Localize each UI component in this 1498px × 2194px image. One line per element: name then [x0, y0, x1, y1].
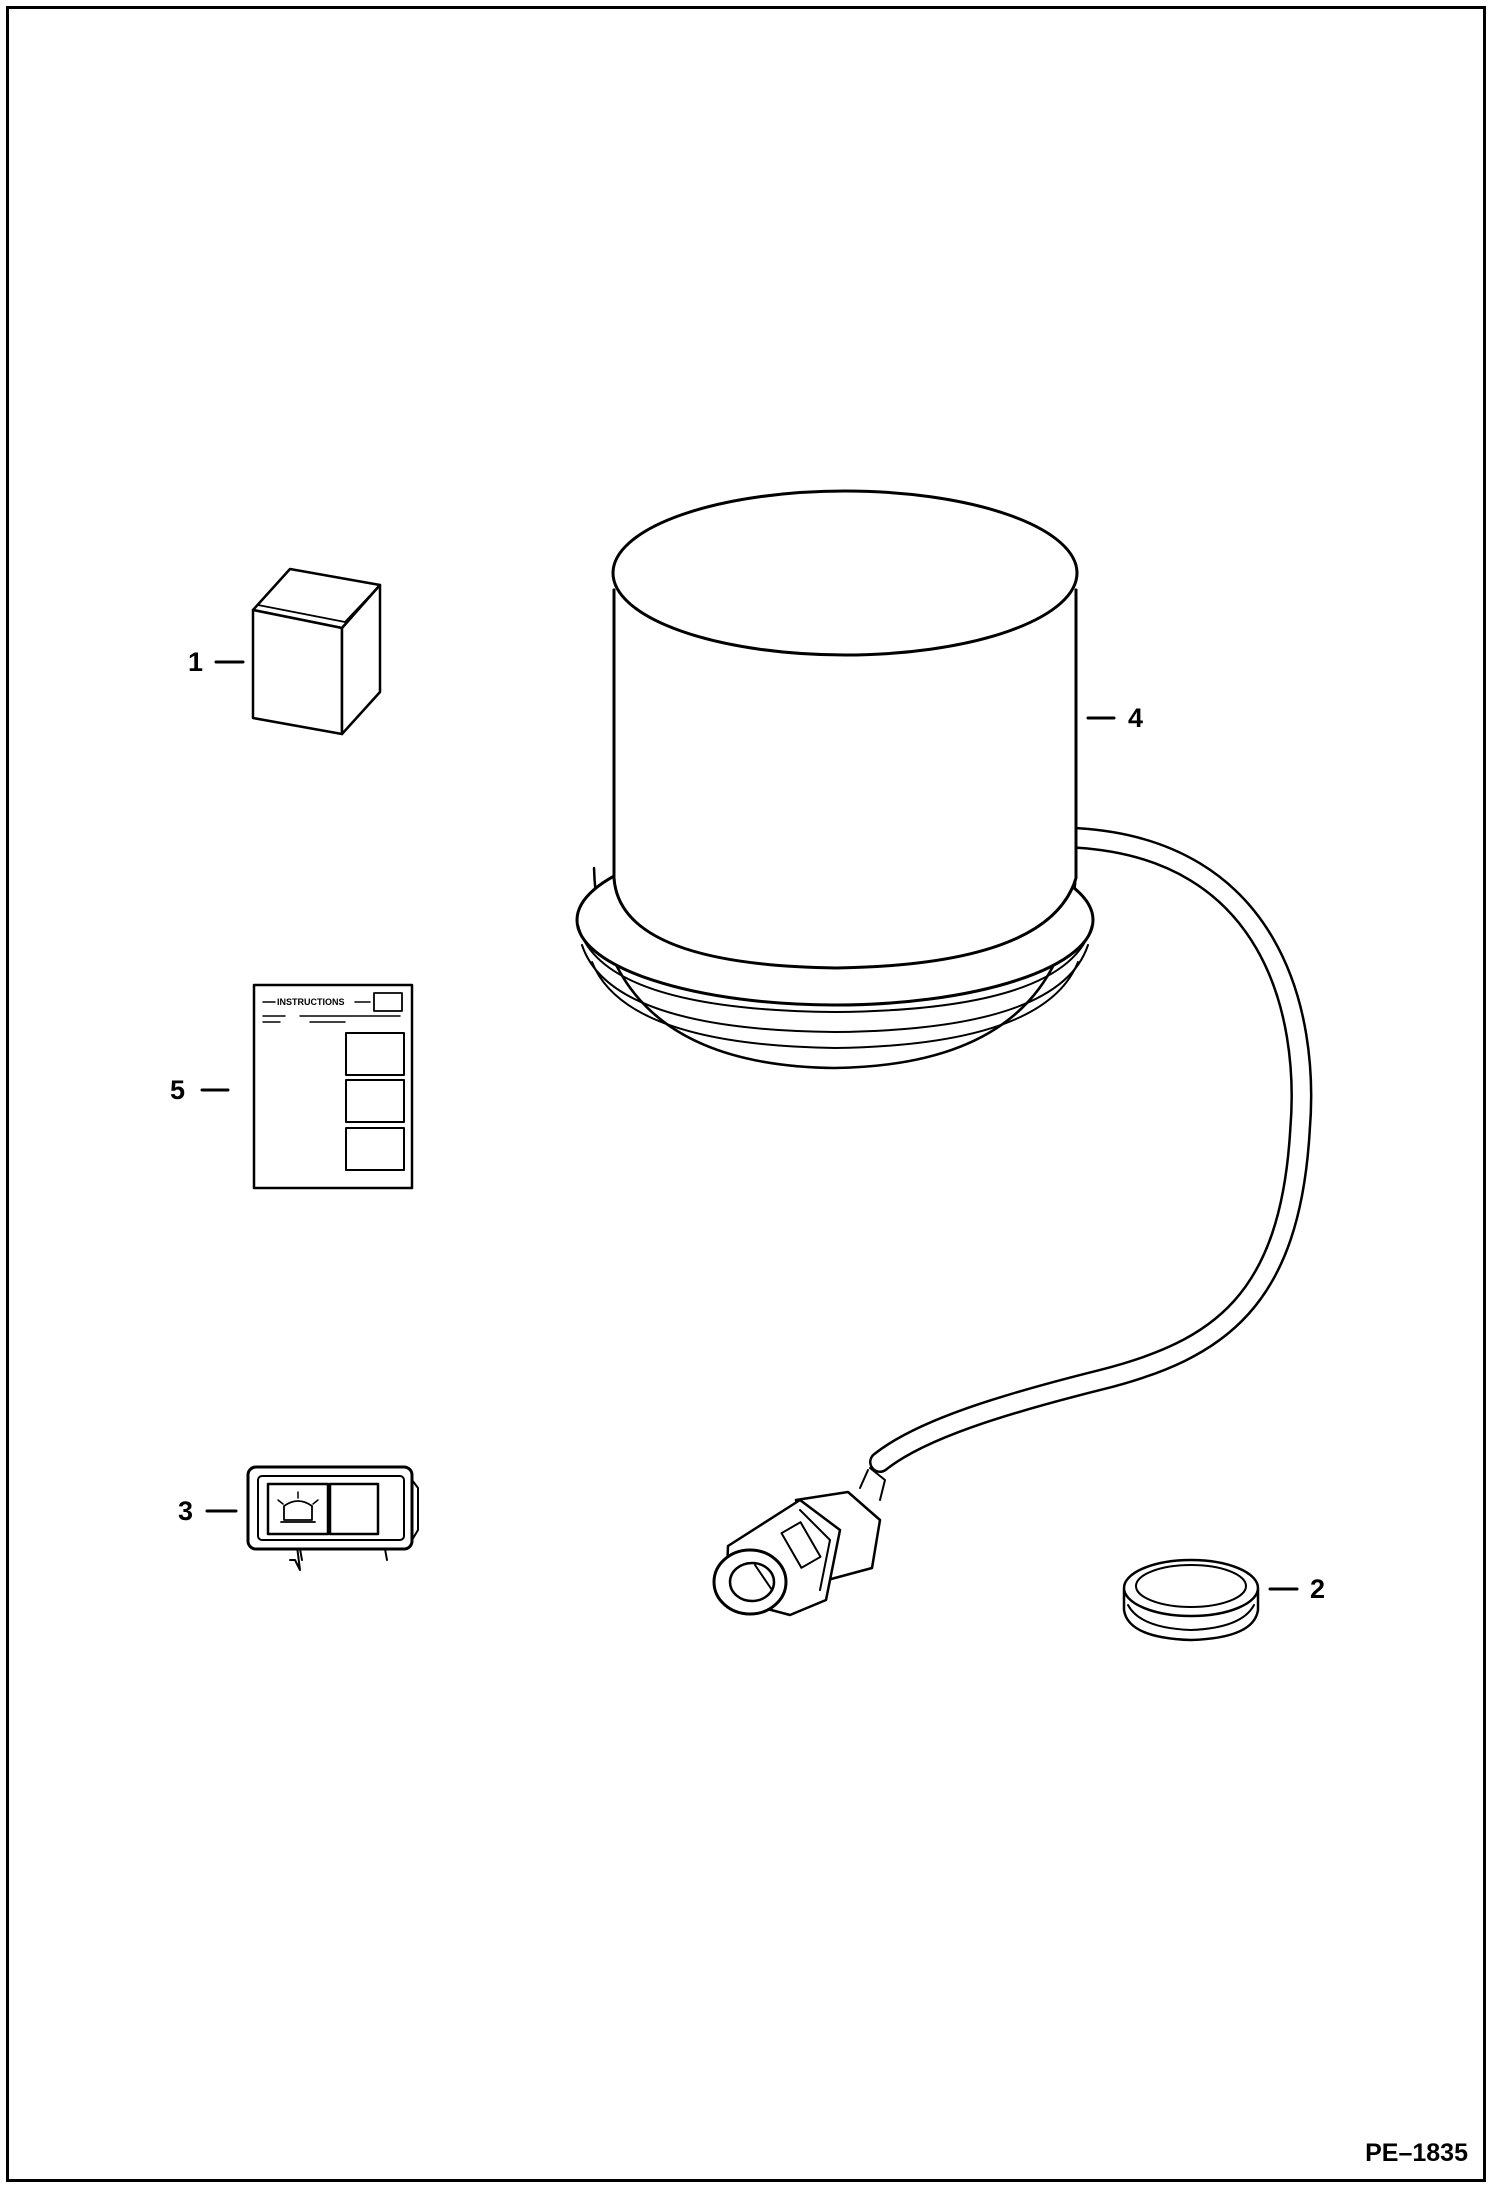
part-5-instructions — [252, 983, 414, 1190]
instructions-title: INSTRUCTIONS — [277, 997, 345, 1007]
callout-1: 1 — [188, 647, 204, 677]
callout-2: 2 — [1310, 1574, 1326, 1604]
callout-3: 3 — [178, 1496, 194, 1526]
part-1-box — [251, 567, 382, 736]
part-2-grommet — [1122, 1558, 1260, 1642]
figure-reference: PE–1835 — [1365, 2139, 1468, 2167]
callout-4: 4 — [1128, 703, 1144, 733]
callout-5: 5 — [170, 1075, 186, 1105]
part-4-beacon — [575, 489, 1313, 1473]
part-4-connector — [712, 1467, 886, 1617]
part-3-switch — [246, 1465, 419, 1571]
diagram-frame — [6, 6, 1486, 2182]
